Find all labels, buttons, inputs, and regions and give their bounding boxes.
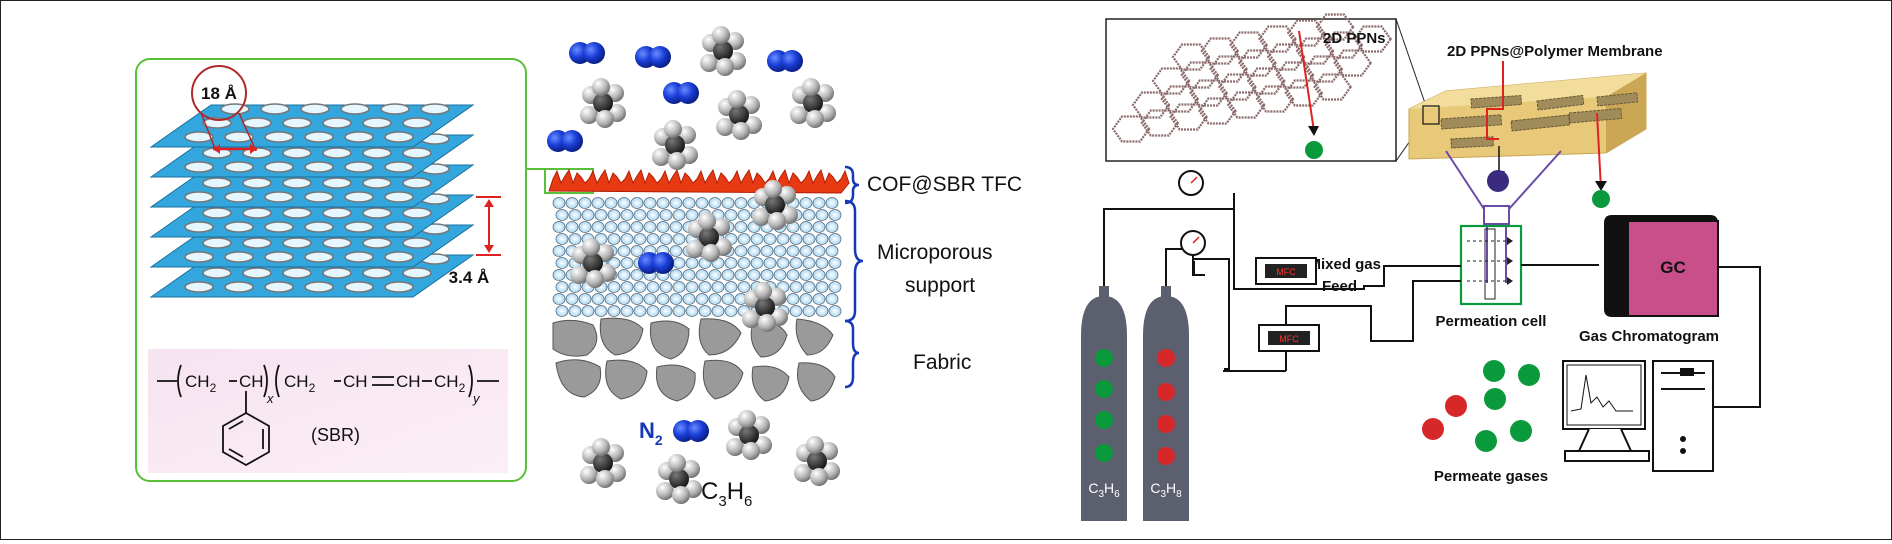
sbr-name: (SBR) (311, 425, 360, 445)
c3h6-molecule (794, 436, 840, 486)
pressure-gauge-2[interactable] (1180, 230, 1206, 256)
n2-molecule (663, 82, 699, 104)
c3h6-molecule (726, 410, 772, 460)
funnel (1445, 150, 1562, 283)
n2-molecule (547, 130, 583, 152)
fabric-layer (552, 317, 836, 402)
gas-molecules (547, 26, 840, 504)
permeation-cell-label: Permeation cell (1436, 313, 1547, 330)
c3h6-molecule (700, 26, 746, 76)
permeate-label: Permeate gases (1434, 468, 1548, 485)
c3h6-molecule (580, 438, 626, 488)
cylinder-propylene-label: C3H6 (1088, 480, 1120, 500)
permeate-gas-dots (1422, 360, 1540, 452)
cof-sbr-layer (548, 168, 850, 194)
sbr-formula-text: CH2 CH x CH2 CH CH CH2 y (185, 372, 481, 406)
permeation-cell[interactable] (1459, 224, 1523, 306)
n2-label: N2 (639, 418, 663, 448)
n2-molecule (767, 50, 803, 72)
gc-label: GC (1660, 258, 1686, 277)
c3h6-molecule (790, 78, 836, 128)
mfc-1-label: MFC (1276, 267, 1296, 277)
mixed-gas-label-1: Mixed gas (1308, 256, 1381, 273)
cylinder-propylene: C3H6 (1081, 286, 1127, 521)
c3h6-molecule (580, 78, 626, 128)
ppn-network (1111, 13, 1392, 143)
ppn-label: 2D PPNs (1323, 30, 1386, 47)
sbr-formula-box (148, 349, 508, 473)
c3h6-molecule (742, 282, 788, 332)
cylinder-propane-label: C3H8 (1150, 480, 1182, 500)
support-label-1: Microporous (877, 241, 993, 264)
cylinder-propane: C3H8 (1143, 286, 1189, 521)
membrane-cross-section (548, 168, 850, 404)
c3h6-molecule (656, 454, 702, 504)
sbr-ch2-2: CH2 (284, 372, 316, 395)
c3h6-label: C3H6 (701, 478, 752, 510)
sbr-sub-x: x (266, 391, 274, 406)
pressure-gauge-1[interactable] (1178, 170, 1204, 196)
cell-flow-arrows (1467, 240, 1513, 282)
computer-icon (1562, 360, 1714, 472)
mfc-2[interactable]: MFC (1258, 324, 1320, 352)
sbr-ch-2: CH (343, 372, 368, 391)
inset-box (1422, 105, 1440, 125)
c3h6-molecule (716, 90, 762, 140)
gc-caption: Gas Chromatogram (1579, 328, 1719, 345)
retained-dot (1487, 170, 1509, 192)
n2-molecule (673, 420, 709, 442)
sbr-ch2-3: CH2 (434, 372, 466, 395)
sbr-ch-1: CH (239, 372, 264, 391)
c3h6-molecule (652, 120, 698, 170)
ppn-gas-dot (1305, 141, 1323, 159)
gas-lines (1103, 193, 1761, 408)
pore-size-callout (191, 65, 247, 121)
membrane-label: 2D PPNs@Polymer Membrane (1447, 43, 1663, 60)
n2-molecule (569, 42, 605, 64)
permeate-dot (1592, 190, 1610, 208)
sbr-ch-3: CH (396, 372, 421, 391)
n2-molecule (635, 46, 671, 68)
n2-molecule (638, 252, 674, 274)
cof-layer-stack (149, 103, 475, 298)
pore-size-label: 18 Å (201, 84, 237, 103)
gas-chromatograph[interactable]: GC (1604, 215, 1719, 317)
sbr-structure (157, 364, 499, 467)
c3h6-molecule (686, 212, 732, 262)
fabric-label: Fabric (913, 351, 971, 374)
c3h6-molecule (570, 238, 616, 288)
mfc-2-label: MFC (1279, 334, 1299, 344)
support-label-2: support (905, 274, 975, 297)
mixed-gas-label-2: Feed (1322, 278, 1357, 295)
cof-layer (149, 103, 475, 148)
sbr-sub-y: y (472, 391, 481, 406)
cof-layer-label: COF@SBR TFC (867, 173, 1022, 196)
interlayer-label: 3.4 Å (449, 268, 490, 287)
mfc-1[interactable]: MFC (1255, 257, 1317, 285)
sbr-ch2-1: CH2 (185, 372, 217, 395)
layer-braces (844, 165, 864, 389)
c3h6-molecule (752, 180, 798, 230)
